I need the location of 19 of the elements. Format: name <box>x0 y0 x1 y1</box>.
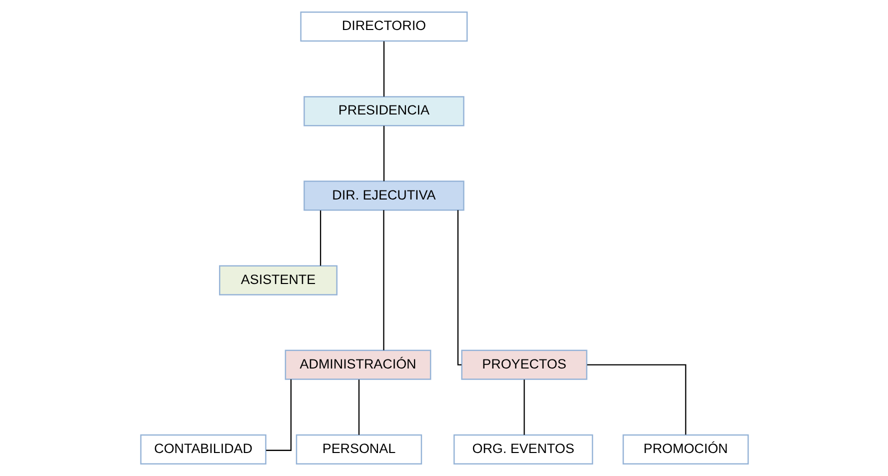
connector <box>382 126 384 182</box>
node-box: PROYECTOS <box>460 350 587 380</box>
node-box: PERSONAL <box>295 434 422 464</box>
node-box: CONTABILIDAD <box>140 434 266 464</box>
node-box: PRESIDENCIA <box>303 96 464 126</box>
connector <box>266 379 292 451</box>
connector <box>319 210 321 266</box>
connector <box>456 210 462 366</box>
node-box: ADMINISTRACIÓN <box>284 350 431 380</box>
connector <box>382 210 384 350</box>
node-box: DIRECTORIO <box>300 12 468 42</box>
node-box: ASISTENTE <box>218 265 337 296</box>
connector <box>586 364 686 435</box>
connector <box>382 41 384 97</box>
node-box: DIR. EJECUTIVA <box>303 180 464 211</box>
connector <box>523 380 524 435</box>
node-box: ORG. EVENTOS <box>452 434 593 464</box>
connector <box>358 380 360 435</box>
node-box: PROMOCIÓN <box>622 434 748 464</box>
